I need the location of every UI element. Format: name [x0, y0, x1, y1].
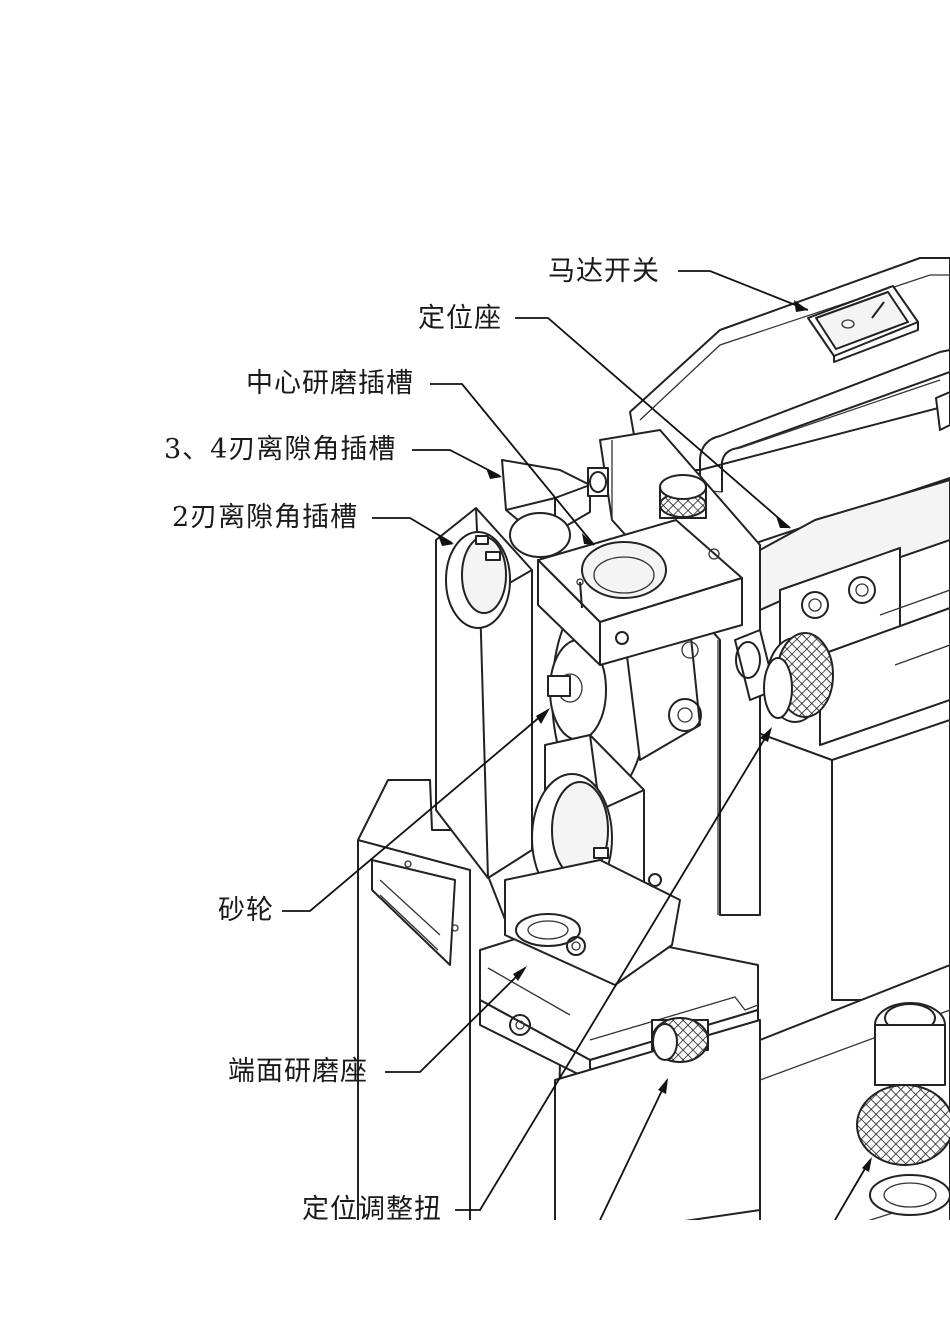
edge-2-slot-column: [435, 507, 533, 879]
leader-lines: [282, 270, 872, 1220]
motor-switch-icon: [807, 285, 919, 363]
lower-right-assembly: [759, 964, 950, 1220]
top-knob-icon: [659, 474, 707, 519]
positioning-adjust-knob-icon: [734, 629, 834, 723]
label-edge-2-clearance-slot: 2刃离隙角插槽: [172, 502, 359, 533]
label-grinding-wheel: 砂轮: [218, 895, 274, 926]
slide-table: [479, 924, 761, 1220]
motor-housing: [599, 429, 950, 1001]
label-center-grinding-slot: 中心研磨插槽: [246, 368, 414, 399]
base-block: [357, 779, 561, 1220]
rear-housing: [629, 257, 950, 471]
slide-knob-icon: [651, 1017, 709, 1063]
handle-icon: [699, 349, 950, 493]
label-edge-34-clearance-slot: 3、4刃离隙角插槽: [164, 434, 397, 465]
positioning-seat-icon: [537, 519, 743, 915]
label-motor-switch: 马达开关: [548, 256, 660, 287]
end-face-grinding-seat-icon: [504, 734, 681, 986]
edge-34-slot-block: [501, 459, 609, 558]
label-end-face-grinding-seat: 端面研磨座: [228, 1056, 368, 1087]
label-positioning-adjust-knob: 定位调整扭: [302, 1194, 442, 1225]
label-positioning-seat: 定位座: [418, 303, 502, 334]
